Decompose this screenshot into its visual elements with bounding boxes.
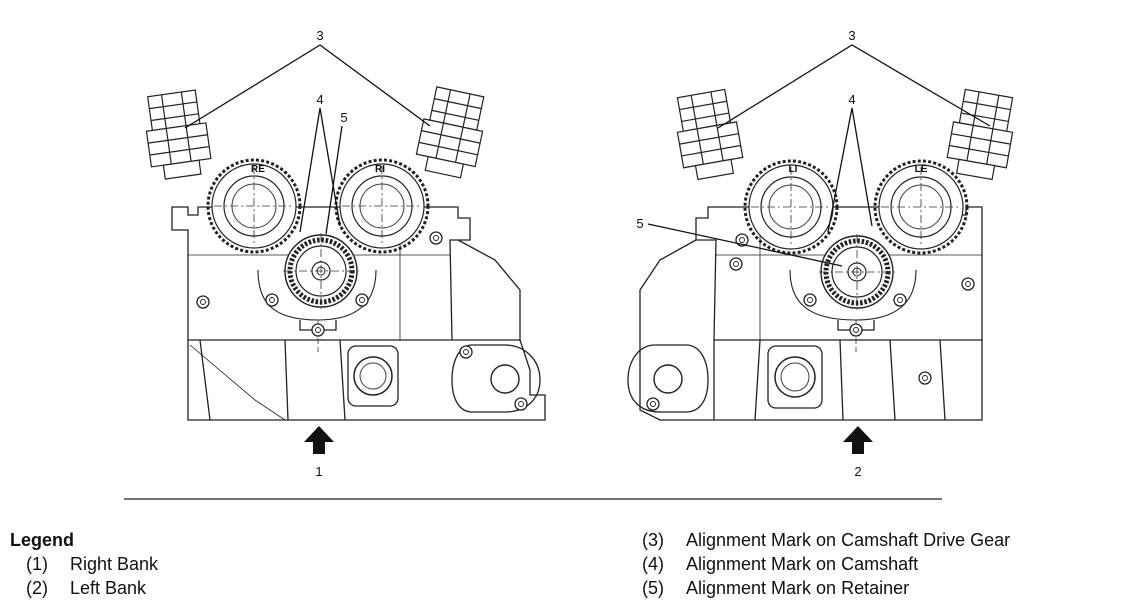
legend-item-label: Right Bank	[70, 554, 159, 574]
left-bank-view: 3 4 5 LI LE 2	[627, 28, 1020, 479]
legend-item: (5) Alignment Mark on Retainer	[642, 576, 1010, 600]
legend-item-label: Left Bank	[70, 578, 147, 598]
legend-item-number: (2)	[26, 578, 48, 598]
legend-item-number: (1)	[26, 554, 48, 574]
gear-label-re: RE	[251, 164, 265, 175]
cam-actuator-right	[944, 87, 1020, 183]
callout-lines	[184, 44, 431, 235]
legend-item-number: (4)	[642, 554, 664, 574]
legend-item-number: (5)	[642, 578, 664, 598]
cam-actuator-left	[141, 88, 214, 182]
arrow-label-2: 2	[854, 464, 861, 479]
legend-item-label: Alignment Mark on Retainer	[686, 578, 910, 598]
callout-4-left: 4	[848, 92, 855, 107]
head-port-left-bank	[653, 345, 823, 409]
legend-item-label: Alignment Mark on Camshaft	[686, 554, 919, 574]
gear-label-li: LI	[789, 164, 798, 175]
camshaft-drive-gear	[283, 233, 359, 309]
legend-item: (3) Alignment Mark on Camshaft Drive Gea…	[642, 528, 1010, 552]
camshaft-drive-gear	[819, 234, 895, 310]
head-port-right-bank	[347, 345, 520, 407]
gear-label-ri: RI	[375, 164, 385, 175]
legend-item-label: Alignment Mark on Camshaft Drive Gear	[686, 530, 1011, 550]
callout-5-left: 5	[636, 216, 643, 231]
legend-item: (2) Left Bank	[10, 576, 158, 600]
right-bank-view: 3 4 5 RE RI 1	[141, 28, 546, 479]
view-arrow-2	[843, 426, 873, 454]
cylinder-head	[627, 206, 983, 421]
legend-item: (1) Right Bank	[10, 552, 158, 576]
legend-right-column: (3) Alignment Mark on Camshaft Drive Gea…	[642, 528, 1010, 600]
gear-label-le: LE	[915, 164, 928, 175]
callout-3-left: 3	[848, 28, 855, 43]
legend-title: Legend	[10, 530, 75, 550]
legend-item-number: (3)	[642, 530, 664, 550]
legend-item: (4) Alignment Mark on Camshaft	[642, 552, 1010, 576]
view-arrow-1	[304, 426, 334, 454]
callout-lines	[647, 44, 991, 267]
cam-actuator-left	[670, 87, 746, 183]
callout-3-right: 3	[316, 28, 323, 43]
legend-left-column: Legend (1) Right Bank (2) Left Bank	[10, 528, 158, 600]
callout-5-right: 5	[340, 110, 347, 125]
callout-4-right: 4	[316, 92, 323, 107]
cam-actuator-right	[412, 85, 491, 181]
arrow-label-1: 1	[315, 464, 322, 479]
